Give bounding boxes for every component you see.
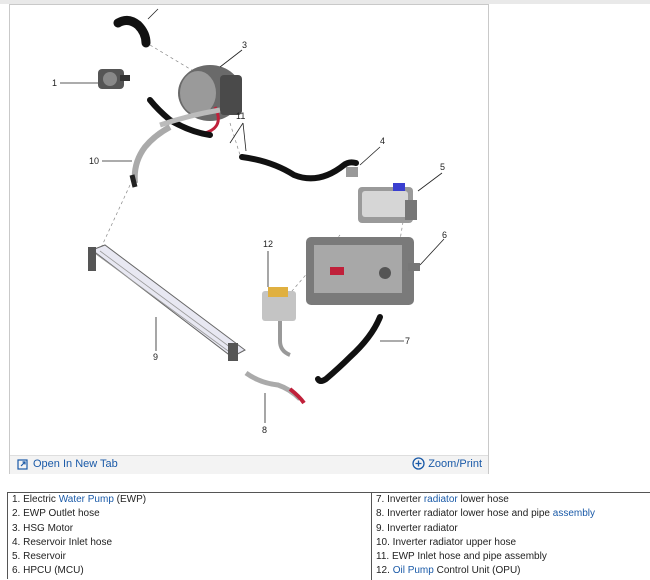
callout-11: 11 — [236, 111, 245, 121]
reservoir-inlet-hose — [239, 154, 359, 182]
legend-left-column: 1. Electric Water Pump (EWP) 2. EWP Outl… — [8, 493, 372, 580]
lower-hose-pipe-assembly — [244, 370, 302, 401]
figure-frame: 1 3 4 5 6 7 8 9 10 11 12 Open In New Tab… — [9, 4, 489, 474]
open-new-tab-label: Open In New Tab — [33, 458, 118, 470]
electric-water-pump — [98, 69, 130, 89]
callout-3: 3 — [242, 40, 247, 50]
legend-item-1: 1. Electric Water Pump (EWP) — [12, 494, 147, 505]
radiator-link[interactable]: radiator — [423, 494, 458, 505]
hpcu — [306, 237, 420, 305]
callout-7: 7 — [405, 336, 410, 346]
callout-1: 1 — [52, 78, 57, 88]
open-new-tab-link[interactable]: Open In New Tab — [17, 458, 118, 470]
legend-item-6: 6. HPCU (MCU) — [12, 565, 84, 577]
callout-5: 5 — [440, 162, 445, 172]
legend-item-12: 12. Oil Pump Control Unit (OPU) — [376, 565, 521, 577]
legend-item-10: 10. Inverter radiator upper hose — [376, 536, 517, 548]
inverter-radiator — [88, 244, 246, 361]
callout-12: 12 — [263, 239, 273, 249]
assembly-link[interactable]: assembly — [552, 508, 596, 520]
upper-hose — [131, 124, 172, 184]
open-new-tab-icon — [17, 458, 28, 470]
legend-item-9: 9. Inverter radiator — [376, 522, 458, 534]
hsg-motor — [178, 65, 242, 135]
legend-item-11: 11. EWP Inlet hose and pipe assembly — [376, 551, 547, 563]
callout-9: 9 — [153, 352, 158, 362]
legend-item-7: 7. Inverter radiator lower hose — [376, 494, 509, 505]
water-pump-link[interactable]: Water Pump — [58, 494, 114, 505]
oil-pump-link[interactable]: Oil Pump — [392, 565, 434, 577]
ewp-inlet-pipe — [159, 107, 221, 128]
legend-item-4: 4. Reservoir Inlet hose — [12, 536, 113, 548]
figure-toolbar: Open In New Tab Zoom/Print — [10, 455, 488, 474]
top-rule — [0, 0, 650, 4]
callout-4: 4 — [380, 136, 385, 146]
zoom-print-label: Zoom/Print — [428, 457, 482, 470]
reservoir — [358, 183, 417, 223]
callout-8: 8 — [262, 425, 267, 435]
cooling-system-diagram: 1 3 4 5 6 7 8 9 10 11 12 — [52, 8, 447, 435]
legend-item-3: 3. HSG Motor — [12, 522, 74, 534]
zoom-plus-icon — [412, 457, 425, 470]
legend-item-8: 8. Inverter radiator lower hose and pipe… — [376, 508, 596, 520]
legend-item-2: 2. EWP Outlet hose — [12, 508, 100, 520]
leader-lines — [60, 8, 445, 423]
inverter-radiator-lower-hose — [315, 314, 383, 384]
guide-lines — [99, 44, 406, 306]
parts-legend-table: 1. Electric Water Pump (EWP) 2. EWP Outl… — [7, 492, 650, 580]
legend-item-5: 5. Reservoir — [12, 551, 66, 563]
legend-right-column: 7. Inverter radiator lower hose 8. Inver… — [372, 493, 650, 579]
callout-6: 6 — [442, 230, 447, 240]
callout-10: 10 — [89, 156, 99, 166]
ewp-outlet-hose — [113, 15, 151, 48]
zoom-print-link[interactable]: Zoom/Print — [412, 457, 482, 470]
oil-pump-control-unit — [262, 287, 296, 357]
